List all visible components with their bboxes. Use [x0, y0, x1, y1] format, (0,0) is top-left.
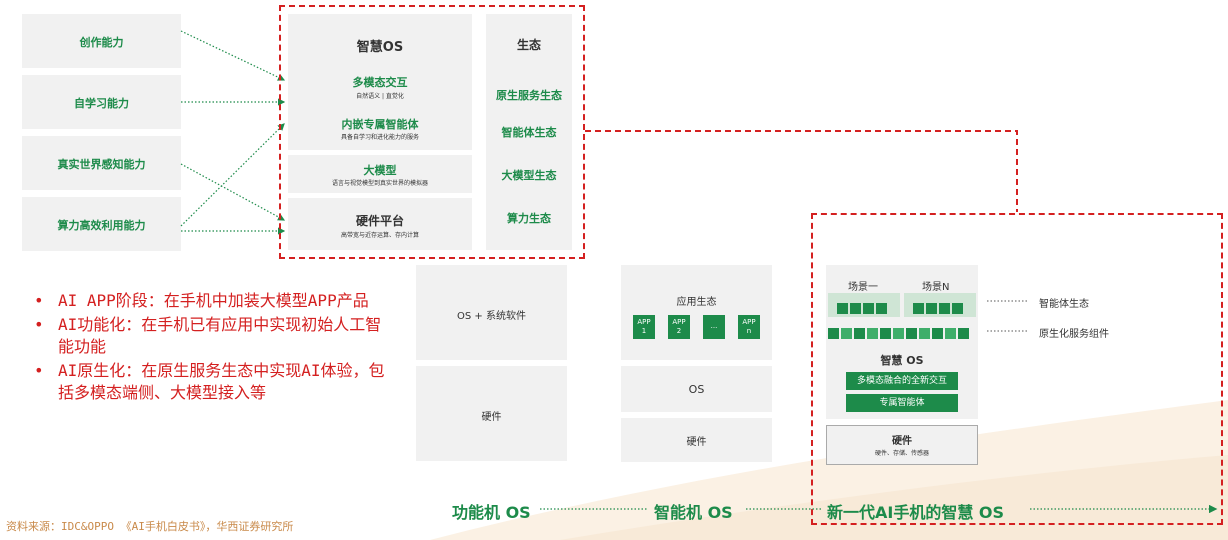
timeline-feature-os: 功能机 OS: [452, 503, 531, 522]
smart-os-box: 智慧OS 多模态交互 自然语义 | 直觉化 内嵌专属智能体 具备自学习和进化能力…: [288, 14, 472, 150]
source-note: 资料来源：IDC&OPPO 《AI手机白皮书》，华西证券研究所: [6, 520, 294, 533]
smart-hw-box: 硬件: [621, 418, 772, 462]
ecosystem-title: 生态: [516, 38, 541, 52]
smart-hw-label: 硬件: [686, 437, 707, 448]
capability-creative: 创作能力: [22, 14, 181, 68]
ai-os-title: 智慧 OS: [880, 354, 924, 367]
app-tile: ...: [703, 315, 725, 339]
ai-hw-box: 硬件 硬件、存储、传感器: [826, 425, 978, 465]
capability-compute: 算力高效利用能力: [22, 197, 181, 251]
embedded-agent-sub: 具备自学习和进化能力的服务: [340, 134, 419, 141]
ai-hw-title: 硬件: [892, 436, 912, 447]
feature-hw-label: 硬件: [481, 412, 502, 423]
agent-eco-label: 智能体生态: [1039, 299, 1089, 310]
capability-self-learning: 自学习能力: [22, 75, 181, 129]
ecosystem-box: 生态 原生服务生态 智能体生态 大模型生态 算力生态: [486, 14, 572, 250]
smart-os-label: OS: [688, 383, 705, 396]
feature-os-box: OS + 系统软件: [416, 265, 567, 360]
hardware-platform-box: 硬件平台 高带宽与近存运算、存内计算: [288, 198, 472, 250]
llm-title: 大模型: [363, 164, 397, 177]
llm-sub: 语言与视觉模型到真实世界的模拟器: [331, 180, 428, 187]
agent-bar: 专属智能体: [846, 394, 958, 412]
app-eco-label: 应用生态: [676, 297, 717, 308]
ai-smart-os-box: 智慧 OS 多模态融合的全新交互 专属智能体: [826, 345, 978, 419]
native-components-bar: [828, 324, 978, 339]
timeline-ai-os: 新一代AI手机的智慧 OS: [827, 503, 1005, 522]
bullet-list: AI APP阶段：在手机中加装大模型APP产品 AI功能化：在手机已有应用中实现…: [30, 290, 395, 406]
ai-phone-frame: [811, 213, 1223, 525]
multimodal-bar: 多模态融合的全新交互: [846, 372, 958, 390]
scene-box: 场景一 场景N: [826, 265, 978, 351]
capability-connectors: [180, 30, 286, 235]
multimodal-sub: 自然语义 | 直觉化: [356, 93, 404, 100]
capability-perception: 真实世界感知能力: [22, 136, 181, 190]
eco-native-service: 原生服务生态: [496, 89, 562, 102]
capability-label: 自学习能力: [74, 97, 129, 110]
feature-os-label: OS + 系统软件: [457, 311, 526, 322]
smart-os-box2: OS: [621, 366, 772, 412]
scenen-agents: [904, 293, 976, 317]
bullet-item: AI原生化：在原生服务生态中实现AI体验，包括多模态端侧、大模型接入等: [30, 360, 395, 404]
bullet-item: AI APP阶段：在手机中加装大模型APP产品: [30, 290, 395, 312]
eco-compute: 算力生态: [507, 212, 551, 225]
ai-hw-sub: 硬件、存储、传感器: [874, 450, 929, 457]
eco-agent: 智能体生态: [501, 126, 557, 139]
scene1-label: 场景一: [848, 282, 878, 293]
llm-box: 大模型 语言与视觉模型到真实世界的模拟器: [288, 155, 472, 193]
hardware-platform-sub: 高带宽与近存运算、存内计算: [340, 232, 419, 239]
capability-label: 真实世界感知能力: [57, 158, 146, 171]
smart-os-frame: [279, 5, 585, 259]
multimodal-title: 多模态交互: [352, 76, 408, 89]
scenen-label: 场景N: [922, 282, 950, 293]
os-title: 智慧OS: [356, 40, 404, 55]
eco-llm: 大模型生态: [501, 169, 557, 182]
legend-dots: [987, 300, 1029, 332]
scene1-agents: [828, 293, 900, 317]
capability-label: 创作能力: [79, 36, 124, 49]
capability-label: 算力高效利用能力: [57, 219, 146, 232]
feature-hw-box: 硬件: [416, 366, 567, 461]
timeline-smart-os: 智能机 OS: [654, 503, 733, 522]
hardware-platform-title: 硬件平台: [355, 214, 404, 228]
native-comp-label: 原生化服务组件: [1039, 329, 1109, 340]
embedded-agent-title: 内嵌专属智能体: [341, 118, 419, 131]
bullet-item: AI功能化：在手机已有应用中实现初始人工智能功能: [30, 314, 395, 358]
